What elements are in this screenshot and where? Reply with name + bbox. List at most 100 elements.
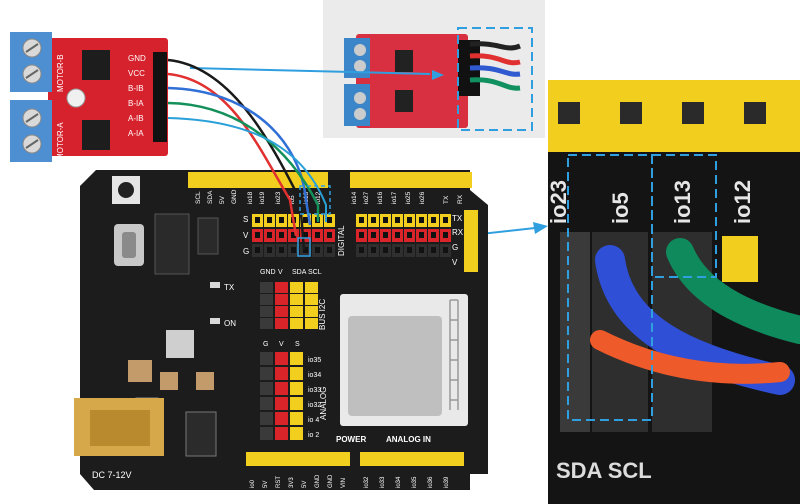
bottom-pin-label: io33	[380, 476, 386, 488]
top-header-label: io26	[419, 191, 426, 204]
right-label-v: V	[452, 258, 458, 267]
header-pin-hole	[371, 247, 376, 253]
photo-wire-green	[469, 77, 521, 91]
bottom-pin-label: io36	[428, 476, 434, 488]
zoom-wire-red	[590, 330, 790, 384]
header-pin-hole	[395, 217, 400, 223]
header-pin-hole	[431, 247, 436, 253]
wire-b-ib-blue	[167, 86, 312, 226]
analog-pin-label: io 2	[308, 432, 319, 439]
tx-led	[210, 282, 220, 288]
top-header-label: io25	[405, 191, 412, 204]
zoom-pin-label: io5	[608, 192, 633, 224]
zoom-sda-scl-label: SDA SCL	[556, 458, 652, 483]
dc-jack-inner	[90, 410, 150, 446]
photo-module-board	[356, 34, 468, 128]
capacitor	[196, 372, 214, 390]
analog-label: ANALOG	[319, 387, 328, 420]
photo-screw-terminal-a	[344, 84, 370, 126]
pin-label-a-ib: A-IB	[128, 114, 144, 123]
header-pin-hole	[419, 217, 424, 223]
bottom-pin-label: 5V	[302, 481, 308, 488]
header-pin-hole	[255, 232, 260, 238]
top-header-right	[350, 172, 472, 188]
motor-a-label: MOTOR-A	[56, 122, 65, 160]
power-label: POWER	[336, 435, 366, 444]
top-header-label: io23	[275, 191, 282, 204]
right-label-g: G	[452, 243, 458, 252]
analog-pin-label: io35	[308, 357, 321, 364]
small-chip	[197, 217, 219, 255]
i2c-pin	[290, 294, 303, 305]
analog-pin	[290, 427, 303, 440]
analog-pin	[260, 367, 273, 380]
header-pin-hole	[359, 217, 364, 223]
photo-screw	[354, 60, 366, 72]
zoom-pin-socket	[560, 232, 590, 432]
header-pin-hole	[383, 247, 388, 253]
analog-pin	[275, 397, 288, 410]
analog-pin	[290, 397, 303, 410]
row-label-g: G	[243, 247, 249, 256]
capacitor	[160, 372, 178, 390]
analog-pin-label: io34	[308, 372, 321, 379]
i2c-pin	[305, 318, 318, 329]
top-header-label: GND	[231, 189, 238, 204]
analog-pin	[275, 367, 288, 380]
top-header-label: io18	[247, 191, 254, 204]
analog-pin	[290, 412, 303, 425]
i2c-pin	[275, 282, 288, 293]
right-header	[464, 210, 478, 272]
on-led-label: ON	[224, 319, 236, 328]
analog-pin	[275, 412, 288, 425]
header-pin-hole	[255, 217, 260, 223]
analog-in-header	[360, 452, 464, 466]
right-label-rx: RX	[452, 228, 464, 237]
zoom-wire-green	[666, 238, 800, 344]
analog-pin	[290, 382, 303, 395]
screws	[22, 38, 42, 154]
header-pin-hole	[395, 247, 400, 253]
header-pin-hole	[419, 247, 424, 253]
module-mount-hole	[66, 88, 86, 108]
header-pin-hole	[407, 232, 412, 238]
header-pin-hole	[443, 232, 448, 238]
analog-pin	[260, 412, 273, 425]
bottom-pin-label: io35	[412, 476, 418, 488]
analog-header-label: S	[295, 341, 300, 348]
analog-pin	[290, 352, 303, 365]
analog-header-label: V	[279, 341, 284, 348]
header-pin-hole	[291, 247, 296, 253]
pin-label-a-ia: A-IA	[128, 129, 144, 138]
module-pin-header	[153, 52, 167, 142]
photo-screw	[354, 92, 366, 104]
bottom-pin-label: 3V3	[289, 477, 295, 488]
i2c-pin	[275, 294, 288, 305]
wire-gnd-black	[167, 58, 306, 251]
analog-in-label: ANALOG IN	[386, 435, 431, 444]
digital-label: DIGITAL	[337, 225, 346, 256]
header-pin-hole	[267, 247, 272, 253]
photo-wire-black	[469, 41, 521, 51]
photo-screw	[354, 44, 366, 56]
bottom-pin-label: GND	[328, 474, 334, 488]
bus-i2c-label: BUS I2C	[318, 299, 327, 330]
i2c-pin	[275, 318, 288, 329]
i2c-pin	[290, 306, 303, 317]
header-pin-hole	[407, 247, 412, 253]
pin-label-b-ib: B-IB	[128, 84, 144, 93]
i2c-pin	[260, 282, 273, 293]
header-pin-hole	[383, 232, 388, 238]
motor-b-label: MOTOR-B	[56, 54, 65, 92]
top-header-label: io16	[377, 191, 384, 204]
header-pin-hole	[255, 247, 260, 253]
photo-wire-red	[469, 53, 521, 66]
on-led	[210, 318, 220, 324]
capacitor	[128, 360, 152, 382]
usb-chip	[154, 213, 190, 275]
row-label-v: V	[243, 231, 249, 240]
i2c-pin	[275, 306, 288, 317]
analog-pin	[275, 382, 288, 395]
